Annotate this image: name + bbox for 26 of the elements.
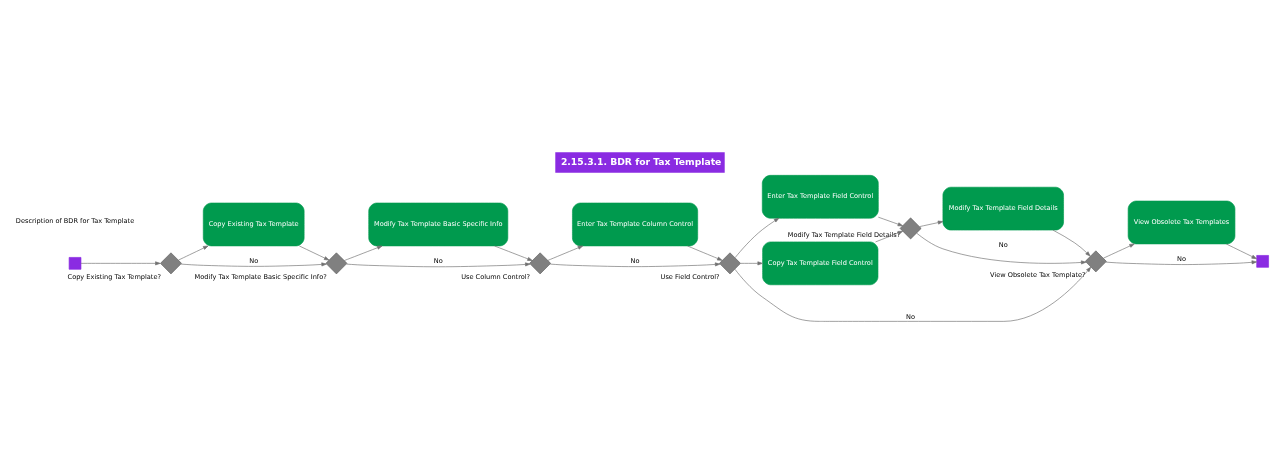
arrow bbox=[299, 245, 330, 260]
arrow bbox=[346, 261, 531, 267]
node-box bbox=[1256, 254, 1269, 268]
arrow bbox=[1105, 259, 1257, 265]
arrow bbox=[734, 217, 780, 258]
arrow bbox=[494, 245, 533, 261]
arrow bbox=[1225, 243, 1257, 259]
arrow bbox=[1103, 243, 1135, 258]
arrow bbox=[180, 261, 327, 267]
arrow bbox=[740, 260, 763, 265]
arrow bbox=[687, 245, 723, 261]
arrow bbox=[549, 261, 721, 267]
diagram-title: 2.15.3.1. BDR for Tax Template bbox=[560, 155, 722, 167]
arrow bbox=[178, 245, 209, 260]
arrow bbox=[878, 216, 903, 226]
node-diamond bbox=[719, 251, 741, 274]
arrow bbox=[875, 230, 904, 242]
arrow bbox=[344, 245, 383, 261]
arrow bbox=[547, 245, 584, 261]
arrow bbox=[734, 266, 1092, 322]
node-box bbox=[68, 256, 82, 270]
arrow bbox=[916, 232, 1087, 264]
arrow bbox=[80, 260, 161, 265]
arrow bbox=[1052, 229, 1091, 256]
arrow bbox=[919, 220, 944, 227]
node-diamond bbox=[160, 251, 182, 274]
